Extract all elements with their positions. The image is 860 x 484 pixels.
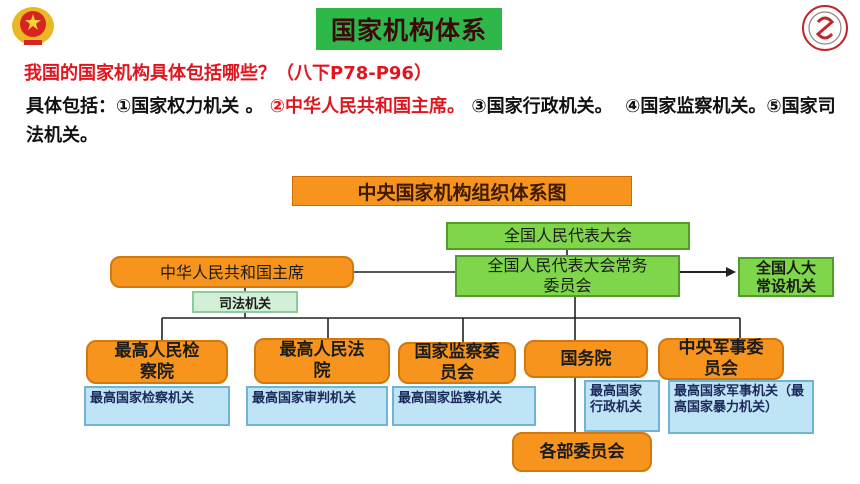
answer-item-3: ③国家行政机关。 [471,96,613,117]
answer-item-4: ④国家监察机关。 [625,96,767,117]
answer-prefix: 具体包括： [26,96,116,117]
military-note: 最高国家军事机关（最高国家暴力机关） [668,380,814,434]
ministries-box: 各部委员会 [512,432,652,472]
procuratorate-box: 最高人民检察院 [86,340,228,384]
state-council-note: 最高国家行政机关 [584,380,660,432]
school-logo-icon [802,5,848,51]
page-title: 国家机构体系 [316,8,502,50]
judicial-organ-box: 司法机关 [192,291,298,313]
court-note: 最高国家审判机关 [246,386,388,426]
npc-standing-organ-box: 全国人大常设机关 [738,257,834,297]
answer-text: 具体包括：①国家权力机关 。 ②中华人民共和国主席。 ③国家行政机关。 ④国家监… [26,92,846,152]
question-text: 我国的国家机构具体包括哪些？（八下P78-P96） [24,63,432,84]
court-box: 最高人民法院 [254,338,390,384]
state-council-box: 国务院 [524,340,648,378]
chart-title: 中央国家机构组织体系图 [292,176,632,206]
answer-item-2: ②中华人民共和国主席。 [269,96,466,117]
procuratorate-note: 最高国家检察机关 [84,386,230,426]
npcsc-box: 全国人民代表大会常务委员会 [455,255,680,297]
supervision-commission-box: 国家监察委员会 [398,342,516,384]
president-box: 中华人民共和国主席 [110,256,354,288]
npc-box: 全国人民代表大会 [446,222,690,250]
national-emblem-icon [12,7,54,45]
military-commission-box: 中央军事委员会 [658,338,784,380]
answer-item-1: ①国家权力机关 。 [116,96,264,117]
answer-item-5: ⑤国家司法机关。 [26,96,836,146]
supervision-note: 最高国家监察机关 [392,386,536,426]
